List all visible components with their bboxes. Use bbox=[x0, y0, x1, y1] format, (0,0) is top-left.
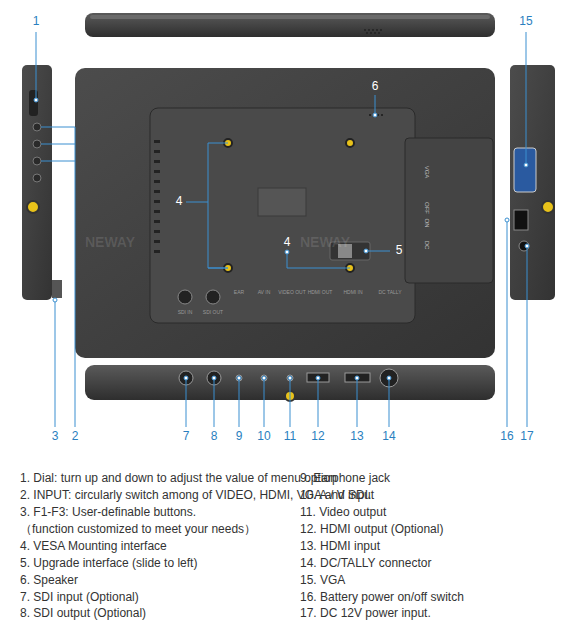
callout-number: 10 bbox=[257, 430, 270, 443]
watermark: NEWAY bbox=[85, 235, 135, 250]
callout-number: 17 bbox=[520, 430, 533, 443]
port-label: HDMI IN bbox=[343, 290, 362, 296]
callout-number: 12 bbox=[311, 430, 324, 443]
legend-line: 13. HDMI input bbox=[300, 540, 380, 553]
legend-line: 17. DC 12V power input. bbox=[300, 607, 431, 620]
legend-line: 8. SDI output (Optional) bbox=[20, 607, 146, 620]
callout-number: 14 bbox=[382, 430, 395, 443]
callout-number: 3 bbox=[52, 430, 59, 443]
port-label: OFF bbox=[424, 202, 431, 214]
port-label: HDMI OUT bbox=[308, 290, 333, 296]
port-label: DC bbox=[424, 241, 431, 250]
legend-line: （function customized to meet your needs） bbox=[20, 523, 256, 536]
port-label: SDI OUT bbox=[203, 310, 223, 316]
callout-number: 6 bbox=[372, 80, 379, 93]
legend-line: 11. Video output bbox=[300, 506, 386, 519]
legend-line: 3. F1-F3: User-definable buttons. bbox=[20, 506, 196, 519]
callout-number: 1 bbox=[33, 15, 40, 28]
port-label: DC TALLY bbox=[378, 290, 401, 296]
legend-line: 6. Speaker bbox=[20, 574, 78, 587]
port-label: VGA bbox=[424, 166, 431, 179]
port-label: VIDEO OUT bbox=[278, 290, 306, 296]
legend-line: 7. SDI input (Optional) bbox=[20, 591, 139, 604]
callout-number: 5 bbox=[396, 244, 403, 257]
port-label: EAR bbox=[234, 290, 244, 296]
callout-number: 4 bbox=[284, 236, 291, 249]
callout-number: 8 bbox=[211, 430, 218, 443]
legend-line: 5. Upgrade interface (slide to left) bbox=[20, 557, 197, 570]
legend-line: 4. VESA Mounting interface bbox=[20, 540, 167, 553]
callout-number: 11 bbox=[284, 430, 296, 443]
port-label: SDI IN bbox=[178, 310, 193, 316]
watermark: NEWAY bbox=[300, 235, 350, 250]
callout-number: 13 bbox=[350, 430, 363, 443]
callout-number: 15 bbox=[519, 15, 532, 28]
port-label: ON bbox=[424, 219, 431, 228]
legend-line: 16. Battery power on/off switch bbox=[300, 591, 464, 604]
legend-line: 15. VGA bbox=[300, 574, 345, 587]
callout-number: 9 bbox=[236, 430, 243, 443]
legend-line: 9. Earphone jack bbox=[300, 472, 390, 485]
port-label: AV IN bbox=[258, 290, 271, 296]
legend-line: 12. HDMI output (Optional) bbox=[300, 523, 443, 536]
legend-line: 10. A / V input bbox=[300, 489, 374, 502]
callout-number: 2 bbox=[72, 430, 79, 443]
legend-line: 14. DC/TALLY connector bbox=[300, 557, 431, 570]
callout-number: 16 bbox=[500, 430, 513, 443]
legend-line: 1. Dial: turn up and down to adjust the … bbox=[20, 472, 337, 485]
callout-number: 4 bbox=[176, 195, 183, 208]
callout-number: 7 bbox=[183, 430, 190, 443]
